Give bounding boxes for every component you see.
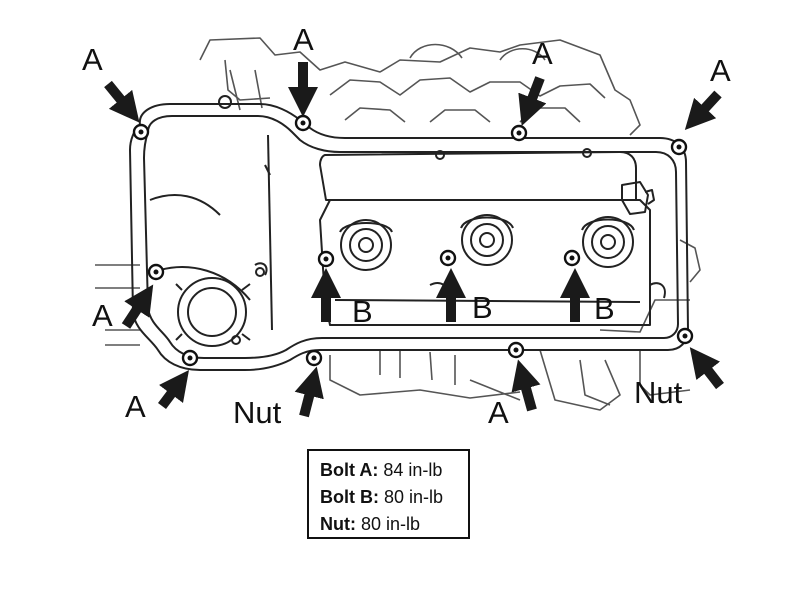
fastener-centers bbox=[138, 120, 688, 361]
torque-row-nut: Nut: 80 in-lb bbox=[320, 511, 468, 538]
arrow-nut-right bbox=[689, 347, 724, 390]
callout-b-mid: B bbox=[472, 290, 493, 325]
callout-nut-right: Nut bbox=[634, 375, 683, 410]
callout-nut-left: Nut bbox=[233, 395, 282, 430]
callout-arrows bbox=[104, 62, 724, 418]
callout-a-bottom-mid: A bbox=[488, 395, 509, 430]
arrow-nut-left bbox=[294, 366, 324, 418]
callout-a-top-mid: A bbox=[293, 22, 314, 57]
valve-cover bbox=[129, 95, 689, 371]
arrow-a-top-right-mid bbox=[518, 76, 547, 127]
arrow-a-left bbox=[121, 284, 154, 329]
callout-a-top-right: A bbox=[710, 53, 731, 88]
arrow-a-top-right bbox=[684, 90, 722, 131]
callout-a-left: A bbox=[92, 298, 113, 333]
torque-row-bolt-b: Bolt B: 80 in-lb bbox=[320, 484, 468, 511]
arrow-a-bottom-left bbox=[158, 370, 189, 409]
arrow-a-bottom-mid bbox=[511, 359, 541, 412]
bolt-b-value: 80 in-lb bbox=[384, 487, 444, 507]
torque-row-bolt-a: Bolt A: 84 in-lb bbox=[320, 457, 468, 484]
callout-a-bottom-left: A bbox=[125, 389, 146, 424]
bolt-a-label: Bolt A: bbox=[320, 460, 379, 480]
callout-a-top-right-mid: A bbox=[532, 36, 553, 71]
arrow-a-top-left bbox=[104, 80, 140, 123]
callout-a-top-left: A bbox=[82, 42, 103, 77]
nut-label: Nut: bbox=[320, 514, 356, 534]
callout-b-right: B bbox=[594, 291, 615, 326]
bolt-a-value: 84 in-lb bbox=[383, 460, 443, 480]
nut-value: 80 in-lb bbox=[361, 514, 421, 534]
torque-spec-box: Bolt A: 84 in-lb Bolt B: 80 in-lb Nut: 8… bbox=[307, 449, 470, 539]
bolt-b-label: Bolt B: bbox=[320, 487, 379, 507]
callout-b-left: B bbox=[352, 294, 373, 329]
